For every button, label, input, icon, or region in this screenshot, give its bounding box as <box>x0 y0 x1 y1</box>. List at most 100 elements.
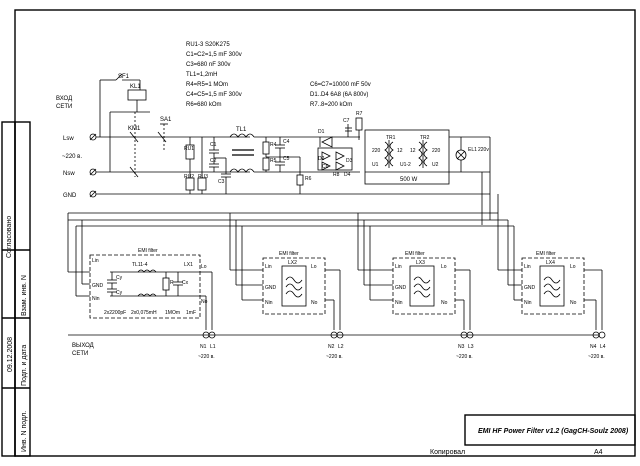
emi1-gnd: GND <box>92 283 104 289</box>
mains-wiring <box>96 73 490 195</box>
out2-l: L2 <box>338 344 344 350</box>
input-label-1: ВХОД <box>56 96 72 102</box>
ref-el1-volt: 220v <box>478 147 489 153</box>
emi2-no: No <box>311 300 318 306</box>
input-terminals <box>89 133 97 198</box>
emi2-lx: LX2 <box>288 260 297 266</box>
rc-network <box>262 137 304 194</box>
side-agreed: Согласовано <box>6 216 13 258</box>
input-label-2: СЕТИ <box>56 104 72 110</box>
emi3-nin: Nin <box>395 300 403 306</box>
ref-d1: D1 <box>318 129 325 135</box>
emi1-part: TL11-4 <box>132 262 148 268</box>
svg-text:C1=C2=1,5 mF 300v: C1=C2=1,5 mF 300v <box>186 52 242 58</box>
output-label-1: ВЫХОД <box>72 343 94 349</box>
svg-text:R6=680 kOm: R6=680 kOm <box>186 102 222 108</box>
emi1-val-4: 1mF <box>186 310 196 316</box>
input-voltage: ~220 в. <box>62 154 82 160</box>
emi-filter-3 <box>357 213 471 330</box>
format-label: A4 <box>594 449 603 456</box>
varistors <box>185 137 207 194</box>
svg-text:R4=R5=1 MOm: R4=R5=1 MOm <box>186 82 228 88</box>
output-terminals <box>202 331 606 339</box>
tr-u12: U1-2 <box>400 162 411 168</box>
ref-d3: D3 <box>346 158 353 164</box>
emi3-gnd: GND <box>395 285 407 291</box>
ref-r4: R4 <box>270 142 277 148</box>
ref-r8: R8 <box>333 172 340 178</box>
out4-v: ~220 в. <box>588 354 605 360</box>
emi1-cy2: Cy <box>116 290 123 296</box>
ref-kl1: KL1 <box>130 84 141 90</box>
ref-sf1: SF1 <box>118 74 130 80</box>
ref-r6: R6 <box>305 176 312 182</box>
ref-km1: KM1 <box>128 126 141 132</box>
emi-filter-1 <box>89 254 213 330</box>
side-date: 09.12.2008 <box>7 337 14 372</box>
emi1-title: EMI filter <box>138 248 158 254</box>
emi1-lo: Lo <box>201 264 207 270</box>
tr-u1: U1 <box>372 162 379 168</box>
ref-d2: D2 <box>318 156 325 162</box>
svg-text:D1..D4 6A8 (6A 800v): D1..D4 6A8 (6A 800v) <box>310 92 368 98</box>
lsw-label: Lsw <box>63 136 74 142</box>
tr-12b: 12 <box>410 148 416 154</box>
emi1-cy1: Cy <box>116 275 123 281</box>
svg-text:C4=C5=1,5 mF 300v: C4=C5=1,5 mF 300v <box>186 92 242 98</box>
nsw-label: Nsw <box>63 171 75 177</box>
emi-filter-4 <box>482 213 603 330</box>
out1-v: ~220 в. <box>198 354 215 360</box>
emi3-lin: Lin <box>395 264 402 270</box>
emi-filter-2 <box>229 213 341 330</box>
ref-c6: C6 <box>322 164 329 170</box>
ref-ru2: RU2 <box>184 174 194 180</box>
side-strip-outer <box>1 121 16 457</box>
emi2-lin: Lin <box>265 264 272 270</box>
emi1-val-2: 2x0,075mH <box>131 310 157 316</box>
side-inv: Взам. инв. N <box>21 275 28 316</box>
svg-text:C3=680 nF 300v: C3=680 nF 300v <box>186 62 231 68</box>
ref-c7: C7 <box>343 118 350 124</box>
tr-u2: U2 <box>432 162 439 168</box>
emi1-lin: Lin <box>92 258 99 264</box>
side-sign: Подп. и дата <box>21 345 28 386</box>
emi2-nin: Nin <box>265 300 273 306</box>
gnd-label: GND <box>63 193 77 199</box>
ref-c3: C3 <box>218 179 225 185</box>
emi2-title: EMI filter <box>279 251 299 257</box>
copied-label: Копировал <box>430 449 465 456</box>
ref-tr1: TR1 <box>386 135 396 141</box>
tr-power: 500 W <box>400 177 418 183</box>
out3-l: L3 <box>468 344 474 350</box>
title-block <box>464 414 636 446</box>
emi4-title: EMI filter <box>536 251 556 257</box>
out2-v: ~220 в. <box>326 354 343 360</box>
svg-text:C6=C7=10000 mF 50v: C6=C7=10000 mF 50v <box>310 82 371 88</box>
choke-tl1 <box>229 133 360 173</box>
ref-r5: R5 <box>270 158 277 164</box>
emi2-lo: Lo <box>311 264 317 270</box>
ref-ru3: RU3 <box>198 174 208 180</box>
out3-n: N3 <box>458 344 465 350</box>
emi4-nin: Nin <box>524 300 532 306</box>
ref-d4: D4 <box>344 172 351 178</box>
ref-c1: C1 <box>210 142 217 148</box>
emi3-no: No <box>441 300 448 306</box>
rectifier-bridge <box>317 117 363 171</box>
emi4-lo: Lo <box>570 264 576 270</box>
emi1-no: No <box>201 299 208 305</box>
out3-v: ~220 в. <box>456 354 473 360</box>
emi1-cx: Cx <box>182 280 189 286</box>
out2-n: N2 <box>328 344 335 350</box>
emi2-gnd: GND <box>265 285 277 291</box>
emi1-val-1: 2x2200pF <box>104 310 126 316</box>
svg-text:RU1-3 S20K275: RU1-3 S20K275 <box>186 42 230 48</box>
svg-text:R7..8=200 kOm: R7..8=200 kOm <box>310 102 352 108</box>
output-label-2: СЕТИ <box>72 351 88 357</box>
emi1-r: R <box>170 280 174 286</box>
emi4-lx: LX4 <box>546 260 555 266</box>
side-strip-inner <box>14 121 31 457</box>
out1-n: N1 <box>200 344 207 350</box>
